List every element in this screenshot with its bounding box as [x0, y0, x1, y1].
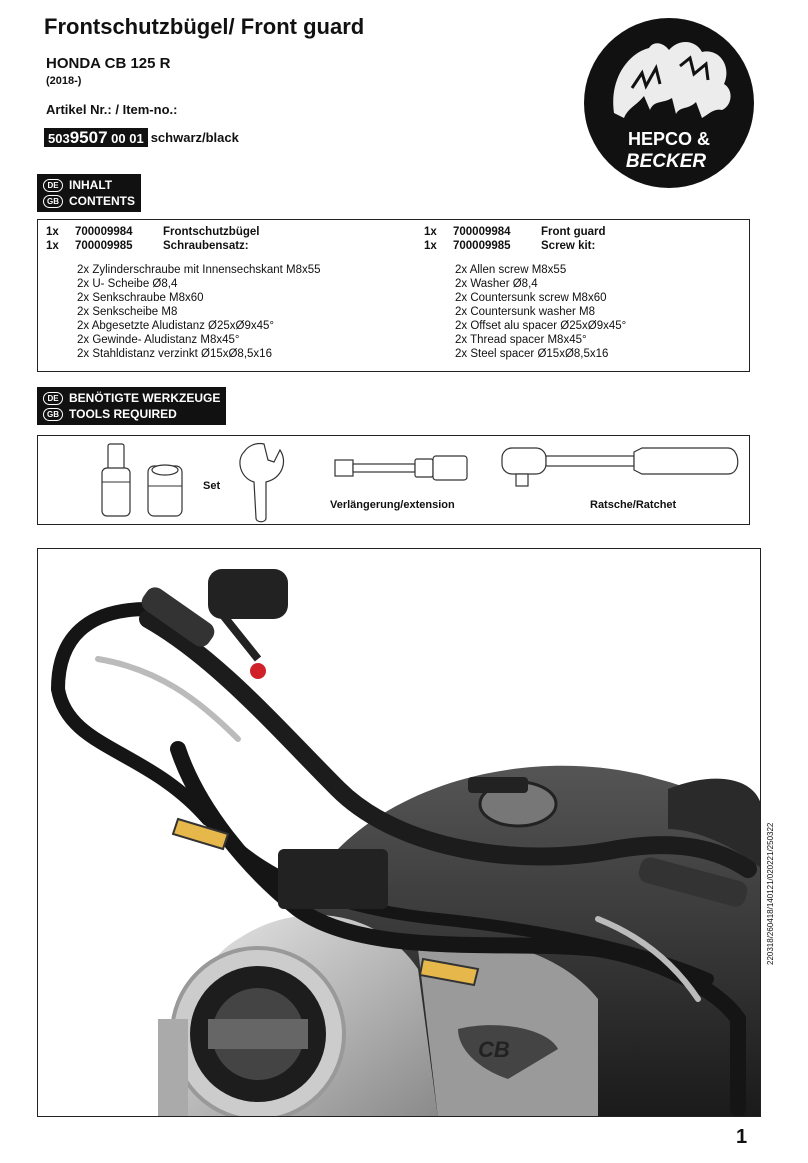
- tools-box: Set Verlängerung/extension Ratsche/Ratch…: [37, 435, 750, 525]
- contents-box: 1x 700009984 Frontschutzbügel 1x 700009985 S…: [37, 219, 750, 372]
- product-photo: CB: [37, 548, 761, 1117]
- tools-de-row: DE BENÖTIGTE WERKZEUGE: [43, 390, 220, 406]
- item-number: 700009985: [75, 240, 133, 252]
- part-number-suffix: 00 01: [111, 131, 144, 146]
- screw-item: 2x Thread spacer M8x45°: [455, 334, 587, 346]
- screw-item: 2x Abgesetzte Aludistanz Ø25xØ9x45°: [77, 320, 275, 332]
- contents-de-column: 1x 700009984 Frontschutzbügel 1x 700009985 S…: [46, 225, 406, 361]
- part-number: 5039507 00 01 schwarz/black: [44, 128, 239, 147]
- contents-de-row: DE INHALT: [43, 177, 135, 193]
- tools-gb-row: GB TOOLS REQUIRED: [43, 406, 220, 422]
- list-item: 1x 700009984 Front guard: [424, 225, 744, 239]
- list-item: 1x 700009985 Screw kit:: [424, 239, 744, 253]
- item-number: 700009985: [453, 240, 511, 252]
- item-qty: 1x: [424, 226, 437, 238]
- logo-line2: BECKER: [626, 151, 707, 172]
- tools-de-label: BENÖTIGTE WERKZEUGE: [69, 391, 221, 405]
- ratchet-label: Ratsche/Ratchet: [590, 499, 677, 511]
- screw-item: 2x Offset alu spacer Ø25xØ9x45°: [455, 320, 627, 332]
- hepco-becker-logo: HEPCO & BECKER: [584, 18, 754, 188]
- contents-gb-label: CONTENTS: [69, 194, 135, 208]
- screw-item: 2x Steel spacer Ø15xØ8,5x16: [455, 348, 609, 360]
- document-reference: 220318/260418/140121/020221/250322: [766, 822, 775, 965]
- item-number: 700009984: [453, 226, 511, 238]
- tools-section-header: DE BENÖTIGTE WERKZEUGE GB TOOLS REQUIRED: [37, 387, 227, 425]
- tools-gb-label: TOOLS REQUIRED: [69, 407, 177, 421]
- screw-list-en: 2x Allen screw M8x55 2x Washer Ø8,4 2x C…: [424, 263, 744, 361]
- page-title: Frontschutzbügel/ Front guard: [44, 14, 365, 39]
- set-label: Set: [203, 480, 221, 492]
- list-item: 1x 700009985 Schraubensatz:: [46, 239, 406, 253]
- extension-label: Verlängerung/extension: [330, 499, 455, 511]
- screw-item: 2x Washer Ø8,4: [455, 278, 538, 290]
- screw-item: 2x Senkschraube M8x60: [77, 292, 204, 304]
- screw-item: 2x Countersunk washer M8: [455, 306, 595, 318]
- gb-flag-icon: GB: [43, 407, 63, 421]
- gb-flag-icon: GB: [43, 194, 63, 208]
- contents-de-label: INHALT: [69, 178, 113, 192]
- tank-badge: CB: [478, 1037, 510, 1062]
- screw-item: 2x Countersunk screw M8x60: [455, 292, 607, 304]
- part-number-box: 5039507 00 01: [44, 128, 148, 147]
- extension-bar-icon: [334, 455, 468, 481]
- de-flag-icon: DE: [43, 178, 63, 192]
- list-item: 1x 700009984 Frontschutzbügel: [46, 225, 406, 239]
- screw-item: 2x U- Scheibe Ø8,4: [77, 278, 178, 290]
- contents-en-column: 1x 700009984 Front guard 1x 700009985 Screw …: [424, 225, 744, 361]
- model-year: (2018-): [46, 75, 82, 87]
- item-qty: 1x: [424, 240, 437, 252]
- contents-gb-row: GB CONTENTS: [43, 193, 135, 209]
- item-number: 700009984: [75, 226, 133, 238]
- screw-item: 2x Stahldistanz verzinkt Ø15xØ8,5x16: [77, 348, 272, 360]
- contents-section-header: DE INHALT GB CONTENTS: [37, 174, 141, 212]
- logo-line1: HEPCO &: [628, 129, 710, 149]
- screw-item: 2x Allen screw M8x55: [455, 264, 567, 276]
- model-name: HONDA CB 125 R: [46, 55, 171, 72]
- screw-item: 2x Gewinde- Aludistanz M8x45°: [77, 334, 240, 346]
- item-name: Frontschutzbügel: [163, 226, 260, 238]
- item-name: Screw kit:: [541, 240, 596, 252]
- page-number: 1: [736, 1126, 748, 1148]
- screw-item: 2x Zylinderschraube mit Innensechskant M…: [77, 264, 321, 276]
- wrench-icon: [239, 442, 285, 523]
- motorcycle-front-guard-illustration: CB: [38, 549, 760, 1116]
- item-qty: 1x: [46, 226, 59, 238]
- screw-item: 2x Senkscheibe M8: [77, 306, 178, 318]
- de-flag-icon: DE: [43, 391, 63, 405]
- item-qty: 1x: [46, 240, 59, 252]
- part-number-prefix: 503: [48, 131, 70, 146]
- article-label: Artikel Nr.: / Item-no.:: [46, 102, 178, 117]
- part-color: schwarz/black: [150, 130, 239, 145]
- ratchet-icon: [501, 447, 739, 487]
- screw-list-de: 2x Zylinderschraube mit Innensechskant M…: [46, 263, 406, 361]
- item-name: Schraubensatz:: [163, 240, 249, 252]
- item-name: Front guard: [541, 226, 606, 238]
- socket-set-icon: [101, 443, 183, 517]
- part-number-main: 9507: [69, 128, 108, 147]
